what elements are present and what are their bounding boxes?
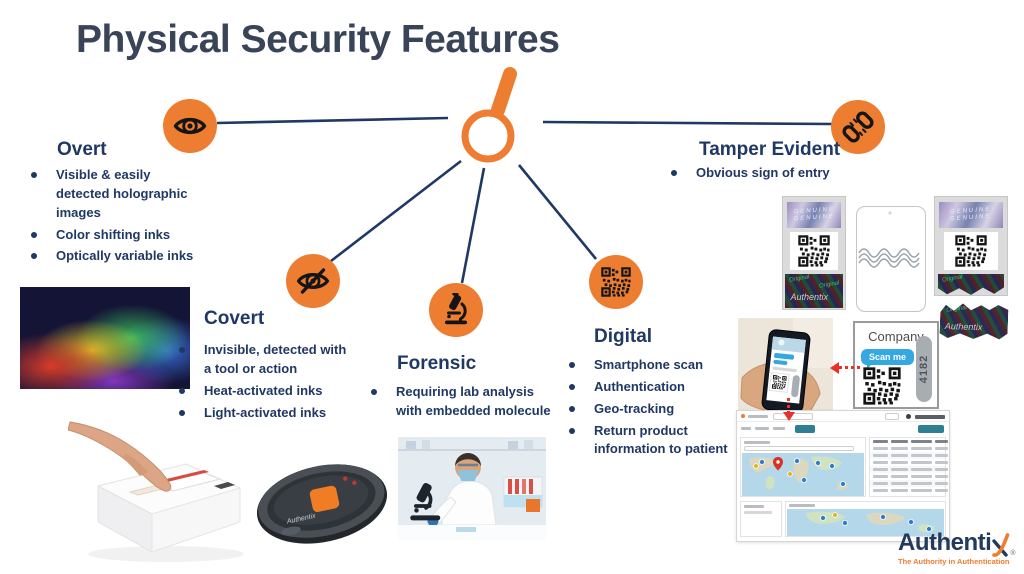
- label-qr: [790, 232, 838, 270]
- digital-heading: Digital: [594, 326, 653, 347]
- tracking-dashboard: [736, 410, 950, 542]
- dashboard-map2-panel: [785, 501, 946, 537]
- holographic-seal-torn: Original: [937, 274, 1005, 295]
- holographic-strip: GENUINE GENUINE: [786, 202, 842, 228]
- forensic-bullets: Requiring lab analysis with embedded mol…: [368, 383, 558, 424]
- dashboard-side-panel: [740, 501, 782, 537]
- eye-icon: [173, 117, 207, 135]
- authentix-logo: Authenti ® The Authority in Authenticati…: [898, 529, 1015, 566]
- test-kit-image: [67, 420, 253, 568]
- broken-link-icon: [842, 111, 874, 143]
- bullet: Smartphone scan: [566, 356, 746, 375]
- bullet: Optically variable inks: [28, 247, 200, 266]
- company-scan-card: Company Scan me 4182: [853, 321, 939, 409]
- bullet: Heat-activated inks: [176, 382, 354, 401]
- bullet: Authentication: [566, 378, 746, 397]
- overt-icon-circle: [163, 99, 217, 153]
- covert-bullets: Invisible, detected with a tool or actio…: [176, 341, 354, 425]
- card-qr: [863, 367, 901, 405]
- digital-bullets: Smartphone scan Authentication Geo-track…: [566, 356, 746, 462]
- qr-code-icon: [601, 267, 631, 297]
- logo-x-checkmark-icon: [992, 533, 1010, 557]
- bullet: Geo-tracking: [566, 400, 746, 419]
- bullet: Visible & easily detected holographic im…: [28, 166, 200, 223]
- page-title: Physical Security Features: [76, 18, 560, 61]
- holographic-strip: GENUINE GENUINE: [939, 202, 1003, 228]
- bullet: Light-activated inks: [176, 404, 354, 423]
- bullet: Obvious sign of entry: [668, 164, 868, 183]
- tamper-bullets: Obvious sign of entry: [668, 164, 868, 186]
- covert-heading: Covert: [204, 308, 265, 329]
- overt-bullets: Visible & easily detected holographic im…: [28, 166, 200, 269]
- company-label: Company: [868, 329, 924, 344]
- tamper-tape-card: [856, 206, 926, 312]
- covert-icon-circle: [286, 254, 340, 308]
- security-label-tampered: GENUINE GENUINE Original: [934, 196, 1008, 296]
- bullet: Invisible, detected with a tool or actio…: [176, 341, 354, 379]
- bullet: Color shifting inks: [28, 226, 200, 245]
- phone-scan-image: [738, 318, 833, 414]
- tamper-icon-circle: [831, 100, 885, 154]
- eye-off-icon: [296, 268, 330, 294]
- bullet: Return product information to patient: [566, 422, 746, 460]
- dashboard-map-panel: [740, 437, 866, 497]
- label-qr: [943, 232, 999, 270]
- hologram-image: [20, 287, 190, 389]
- label-brand-text: Authentix: [790, 292, 829, 302]
- holographic-seal: Original Original Authentix: [785, 274, 843, 308]
- tamper-heading: Tamper Evident: [699, 139, 841, 160]
- world-map: [742, 453, 864, 496]
- logo-tagline: The Authority in Authentication: [898, 557, 1010, 566]
- bullet: Requiring lab analysis with embedded mol…: [368, 383, 558, 421]
- microscope-icon: [445, 293, 467, 325]
- scan-me-bubble: Scan me: [861, 349, 915, 369]
- registered-mark: ®: [1010, 550, 1015, 557]
- forensic-heading: Forensic: [397, 353, 477, 374]
- digital-icon-circle: [589, 255, 643, 309]
- logo-brand-text: Authenti: [898, 529, 992, 556]
- dashboard-table: [869, 437, 948, 497]
- forensic-icon-circle: [429, 283, 483, 337]
- dashboard-export-button: [918, 425, 944, 433]
- security-label-intact: GENUINE GENUINE Original Original Authen…: [782, 196, 846, 310]
- lab-scientist-image: [398, 437, 546, 540]
- authenticator-device-image: Authentix: [250, 452, 395, 552]
- fragment-brand-text: Authentix: [944, 320, 983, 333]
- world-map-2: [787, 509, 944, 536]
- dashboard-search-button: [795, 425, 815, 433]
- magnifier-icon: [438, 60, 548, 178]
- overt-heading: Overt: [57, 139, 107, 160]
- code-pill: 4182: [916, 336, 932, 402]
- code-number: 4182: [918, 354, 930, 384]
